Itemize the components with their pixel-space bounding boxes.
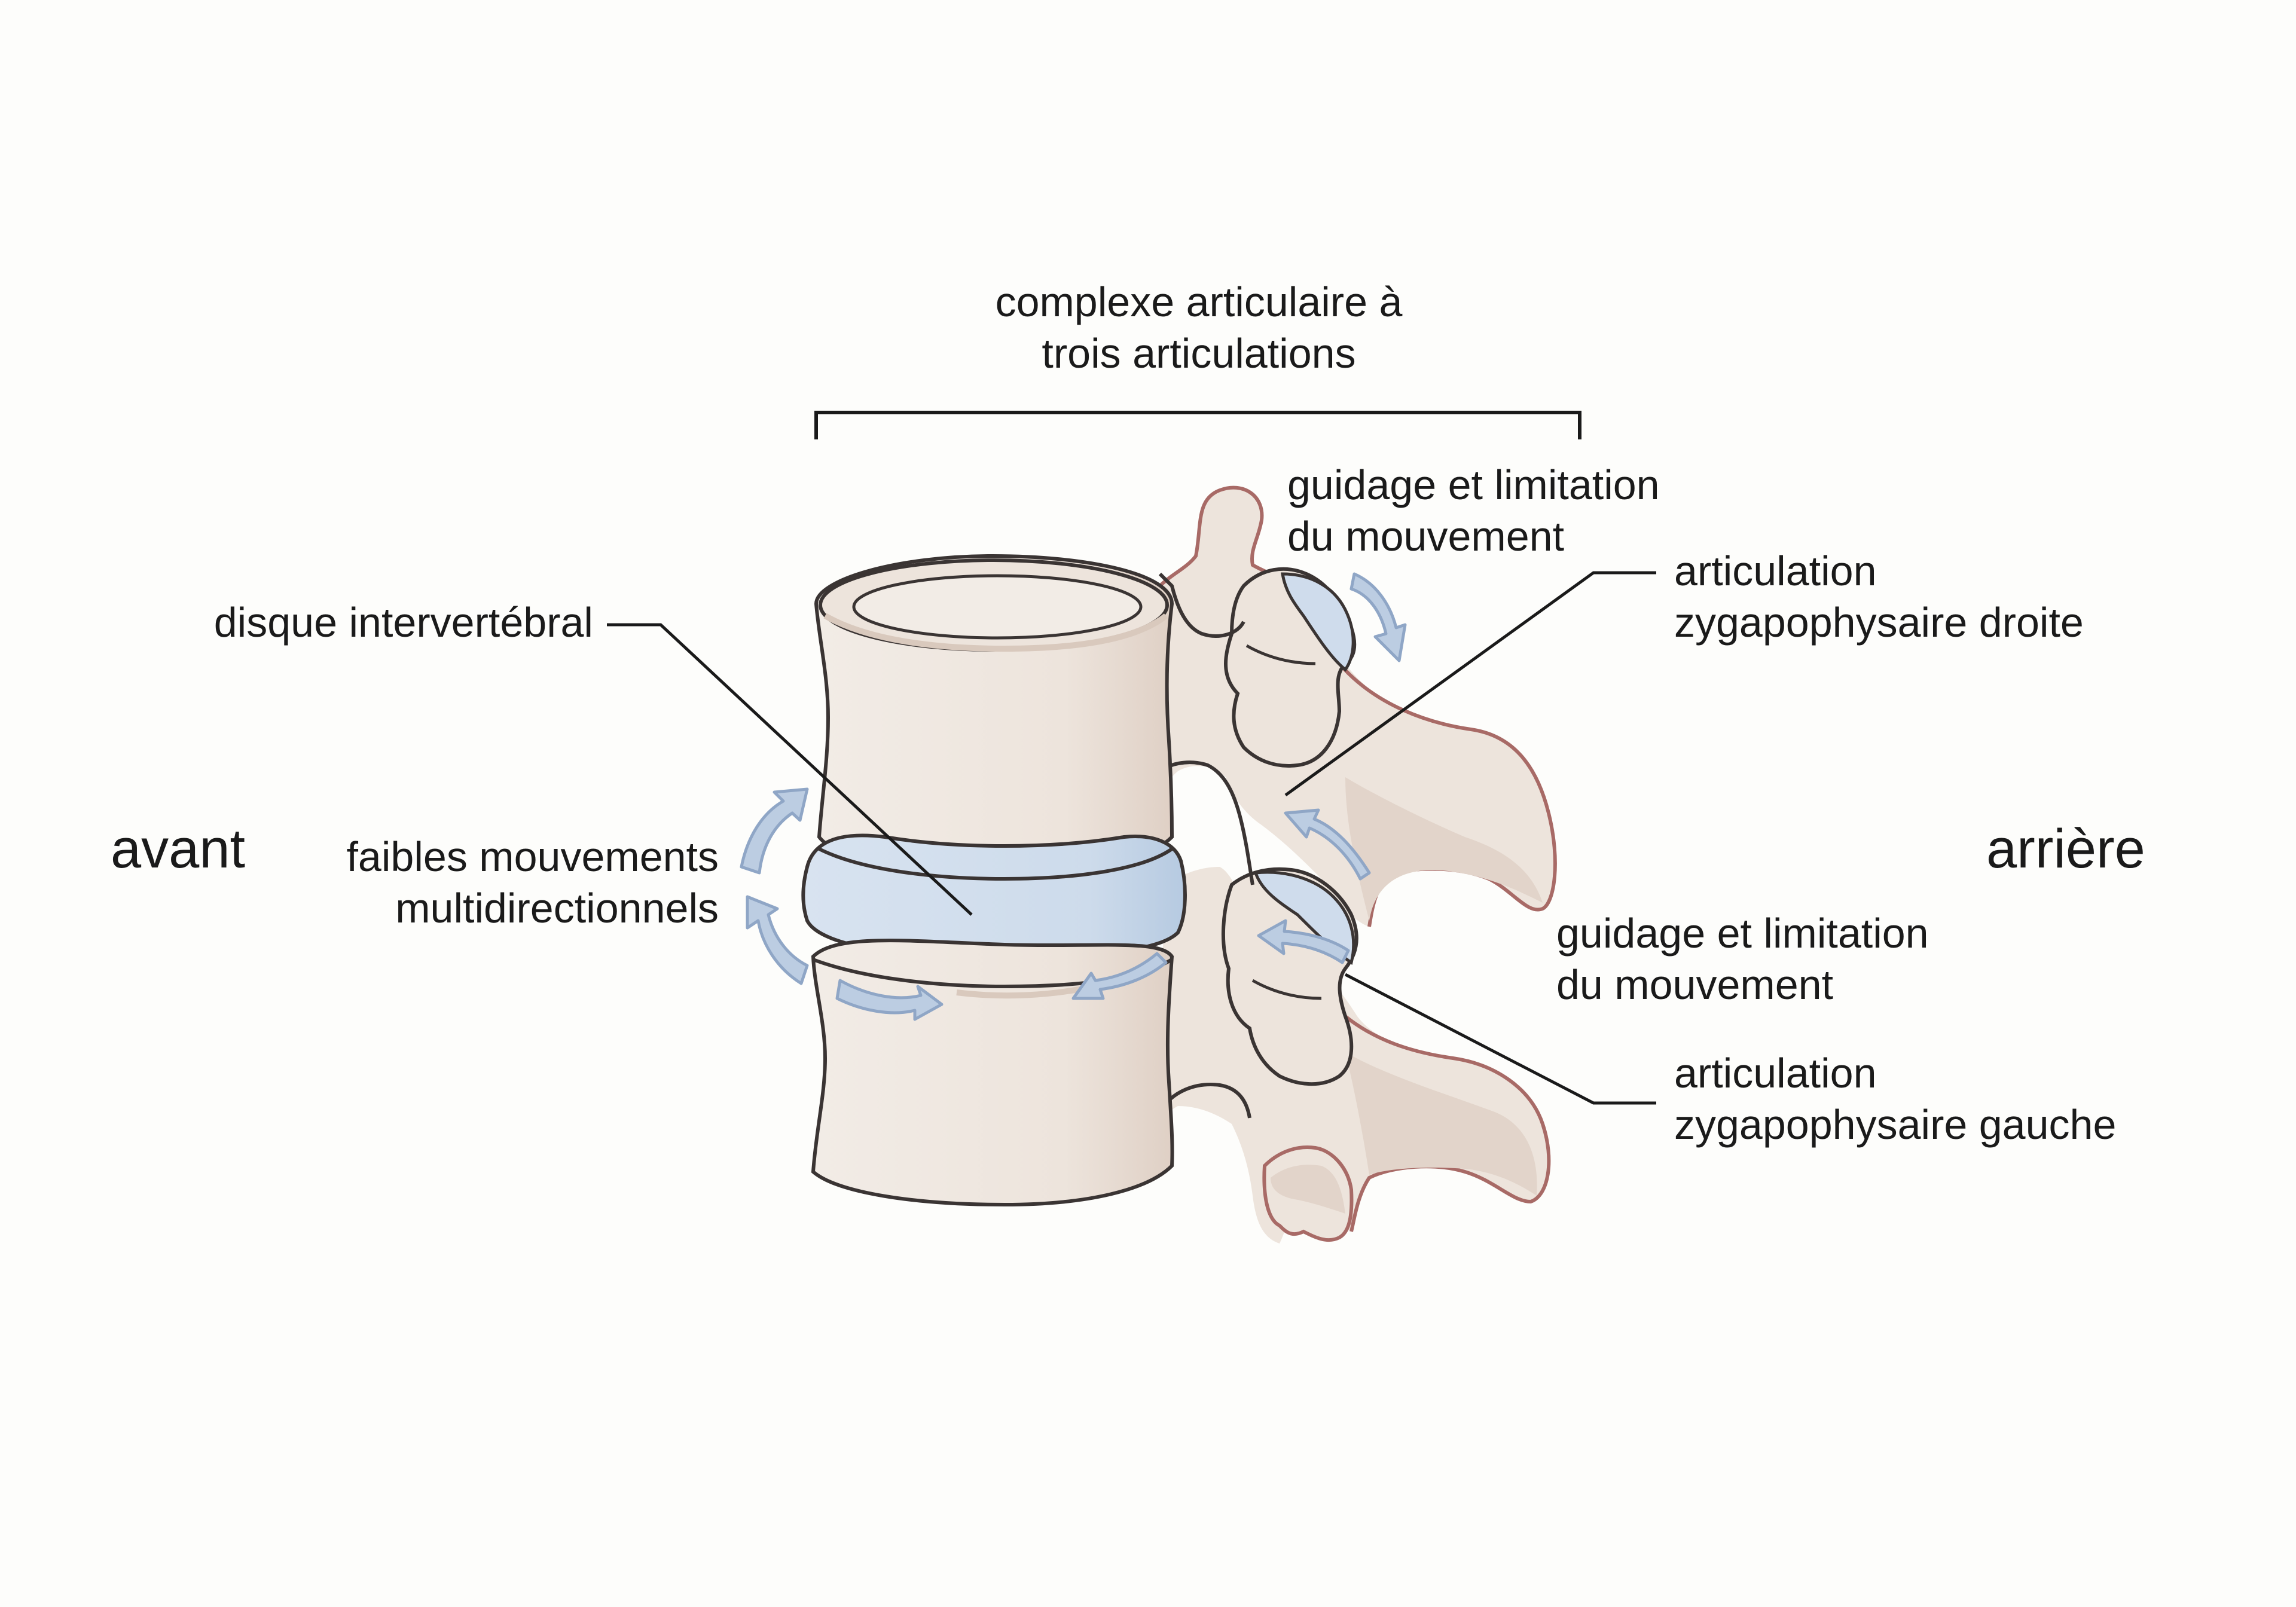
avant-label-text: avant bbox=[111, 818, 246, 879]
zyg-gauche-label: articulation zygapophysaire gauche bbox=[1674, 1047, 2116, 1150]
lower-spinous-outline bbox=[1344, 1015, 1551, 1232]
disque-label-text: disque intervertébral bbox=[213, 599, 593, 646]
complex-bracket bbox=[814, 411, 1581, 439]
lower-facet-arrow bbox=[1257, 919, 1350, 964]
faibles-line1: faibles mouvements bbox=[346, 833, 719, 880]
arriere-label-text: arrière bbox=[1986, 818, 2145, 879]
guidage-bottom-line2: du mouvement bbox=[1556, 961, 1834, 1008]
lower-inferior-shade bbox=[1271, 1165, 1345, 1214]
disque-label: disque intervertébral bbox=[144, 597, 593, 648]
faibles-label: faibles mouvements multidirectionnels bbox=[263, 831, 719, 934]
complex-label-line2: trois articulations bbox=[1042, 330, 1356, 377]
disc-top-edge bbox=[818, 847, 1173, 881]
upper-endplate-rim-shade bbox=[823, 613, 1168, 652]
upper-facet-arrow bbox=[1349, 572, 1407, 662]
faibles-line2: multidirectionnels bbox=[395, 885, 719, 931]
complex-label-line1: complexe articulaire à bbox=[995, 279, 1403, 325]
guidage-top-line2: du mouvement bbox=[1287, 513, 1565, 560]
upper-spinous-shade bbox=[1345, 777, 1543, 921]
avant-label: avant bbox=[111, 816, 245, 882]
zyg-gauche-line2: zygapophysaire gauche bbox=[1674, 1101, 2117, 1148]
front-arrow-up bbox=[740, 787, 809, 875]
zyg-gauche-leader bbox=[1344, 973, 1656, 1105]
lower-pedicle bbox=[1158, 1083, 1251, 1119]
front-arrow-down bbox=[746, 895, 809, 985]
upper-facet bbox=[1281, 572, 1355, 672]
bottom-arrow-right bbox=[835, 979, 944, 1021]
guidage-bottom-line1: guidage et limitation bbox=[1556, 910, 1929, 957]
guidage-top-label: guidage et limitation du mouvement bbox=[1287, 459, 1660, 562]
bottom-arrow-left bbox=[1071, 952, 1168, 1000]
zyg-droite-leader bbox=[1284, 571, 1656, 797]
lower-facet-inner bbox=[1251, 979, 1322, 1000]
intervertebral-disc bbox=[801, 833, 1187, 958]
mid-pedicle bbox=[1152, 760, 1254, 885]
guidage-top-line1: guidage et limitation bbox=[1287, 462, 1660, 508]
middle-facet-arrow bbox=[1284, 808, 1371, 881]
guidage-bottom-label: guidage et limitation du mouvement bbox=[1556, 908, 1929, 1010]
arriere-label: arrière bbox=[1986, 816, 2145, 882]
zyg-droite-line1: articulation bbox=[1674, 548, 1877, 594]
zyg-droite-line2: zygapophysaire droite bbox=[1674, 599, 2084, 646]
complex-label: complexe articulaire à trois articulatio… bbox=[885, 276, 1513, 379]
lower-spinous-shade bbox=[1345, 1052, 1537, 1196]
upper-transverse-outline bbox=[1158, 485, 1320, 606]
zyg-gauche-line1: articulation bbox=[1674, 1050, 1877, 1096]
disque-leader bbox=[607, 623, 973, 916]
upper-facet-inner bbox=[1245, 644, 1316, 665]
upper-pedicle bbox=[1158, 572, 1245, 638]
motion-arrows bbox=[740, 572, 1407, 1021]
leader-lines bbox=[607, 571, 1656, 1105]
zyg-droite-label: articulation zygapophysaire droite bbox=[1674, 545, 2084, 648]
upper-endplate-inner bbox=[852, 574, 1143, 640]
